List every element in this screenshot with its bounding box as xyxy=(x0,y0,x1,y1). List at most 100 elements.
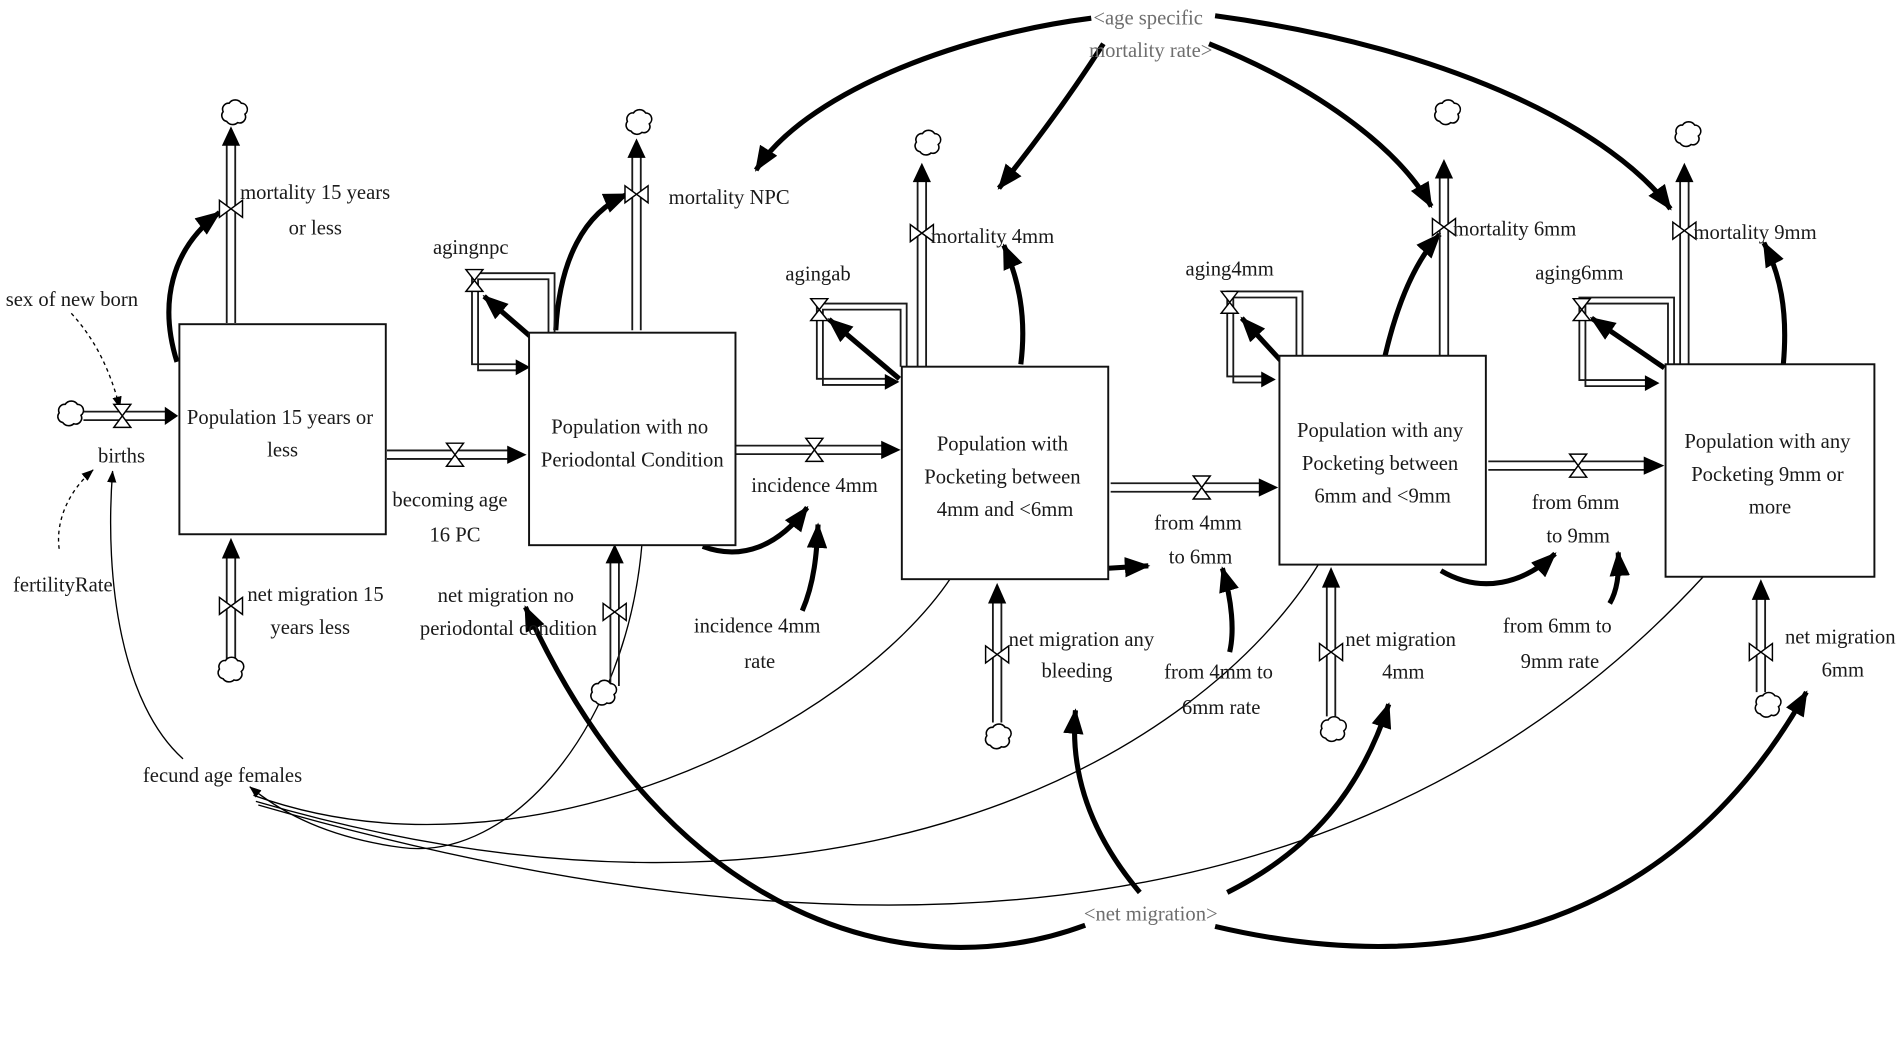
cloud-net-mig-4mm-source xyxy=(1319,716,1348,743)
from4to6-label: from 4mm to 6mm xyxy=(1154,512,1247,568)
births-label: births xyxy=(98,446,145,468)
cloud-births-source xyxy=(57,400,85,427)
cloud-mortality15-sink xyxy=(221,99,249,126)
link-asm-to-mortality-6mm xyxy=(1208,41,1434,209)
stock-p6-label: Population with any Pocketing between 6m… xyxy=(1297,420,1468,508)
cloud-net-mig-npc-source xyxy=(590,679,618,706)
link-from6to9-rate xyxy=(1607,550,1630,605)
link-p4-to-mortality-4mm xyxy=(1001,243,1026,365)
link-p4-to-fecund xyxy=(253,576,953,826)
valve-from4to6[interactable] xyxy=(1191,475,1212,500)
link-netmig-to-6mm xyxy=(1214,690,1809,949)
becoming-age-label: becoming age 16 PC xyxy=(392,489,512,546)
link-asm-to-mortality-9mm xyxy=(1214,13,1673,211)
link-p6-to-mortality-6mm xyxy=(1382,232,1442,357)
from4to6-rate-label: from 4mm to 6mm rate xyxy=(1164,662,1278,719)
stock-p4[interactable]: Population with Pocketing between 4mm an… xyxy=(900,365,1110,581)
incidence-label: incidence 4mm xyxy=(751,475,878,497)
link-npc-to-agingnpc xyxy=(482,294,532,339)
mortality-6mm-label: mortality 6mm xyxy=(1453,219,1576,241)
link-p6-to-aging4mm xyxy=(1239,316,1284,364)
link-incidence-rate-to-incidence xyxy=(799,522,828,612)
valve-mortality-npc[interactable] xyxy=(624,184,649,205)
agingnpc-label: agingnpc xyxy=(433,237,509,259)
link-p4-to-from4to6 xyxy=(1108,557,1151,578)
link-sex-to-births xyxy=(70,312,122,409)
age-specific-mortality-shadow: <age specific mortality rate> xyxy=(1089,7,1212,62)
auxiliary-labels: sex of new born fertilityRate fecund age… xyxy=(6,289,1617,787)
fertility-rate-label: fertilityRate xyxy=(13,574,113,596)
valves xyxy=(112,184,1774,665)
link-npc-to-fecund xyxy=(249,543,643,850)
stock-pop15[interactable]: Population 15 years or less xyxy=(178,323,387,536)
aging6mm-label: aging6mm xyxy=(1535,262,1623,284)
cloud-mortality-9mm-sink xyxy=(1674,121,1702,148)
agingab-label: agingab xyxy=(785,263,850,285)
valve-aging6mm[interactable] xyxy=(1571,297,1592,322)
valve-mortality-4mm[interactable] xyxy=(909,223,935,244)
link-fertility-to-births xyxy=(57,469,94,549)
valve-net-mig-npc[interactable] xyxy=(602,602,627,622)
from6to9-rate-label: from 6mm to 9mm rate xyxy=(1503,616,1617,673)
cloud-mortality-4mm-sink xyxy=(914,129,942,156)
net-mig-4mm-label: net migration 4mm xyxy=(1345,629,1461,684)
stock-npc[interactable]: Population with no Periodontal Condition xyxy=(528,331,737,547)
valve-mortality-6mm[interactable] xyxy=(1431,217,1457,237)
from6to9-label: from 6mm to 9mm xyxy=(1532,492,1625,548)
valve-net-mig-6mm[interactable] xyxy=(1748,642,1774,662)
net-migration-shadow: <net migration> xyxy=(1084,903,1218,925)
fecund-age-females-label: fecund age females xyxy=(143,765,302,787)
link-fecund-to-births xyxy=(107,470,184,760)
net-mig-6mm-label: net migration 6mm xyxy=(1785,627,1901,682)
cloud-net-mig-15-source xyxy=(217,656,245,683)
link-p4-to-agingab xyxy=(827,317,902,381)
valve-becoming-age[interactable] xyxy=(445,442,465,467)
flow-labels: births mortality 15 years or less mortal… xyxy=(98,182,1901,684)
stock-p9-label: Population with any Pocketing 9mm or mor… xyxy=(1684,431,1855,519)
stock-p4-label: Population with Pocketing between 4mm an… xyxy=(924,433,1086,521)
cloud-mortality-6mm-sink xyxy=(1434,99,1462,126)
link-p6-to-fecund xyxy=(255,564,1319,864)
link-npc-to-incidence xyxy=(701,505,810,555)
valve-net-mig-15[interactable] xyxy=(218,595,244,616)
incidence-rate-label: incidence 4mm rate xyxy=(694,616,826,673)
stock-p9[interactable]: Population with any Pocketing 9mm or mor… xyxy=(1664,363,1876,578)
valve-mortality-9mm[interactable] xyxy=(1672,220,1697,241)
cloud-net-mig-6mm-source xyxy=(1754,691,1782,718)
mortality-9mm-label: mortality 9mm xyxy=(1693,222,1816,244)
mortality-4mm-label: mortality 4mm xyxy=(931,226,1054,248)
valve-agingnpc[interactable] xyxy=(464,268,485,293)
valve-agingab[interactable] xyxy=(809,297,830,322)
valve-incidence[interactable] xyxy=(804,437,825,463)
link-p6-to-from6to9 xyxy=(1439,551,1557,587)
shadow-variables: <age specific mortality rate> <net migra… xyxy=(1084,7,1218,925)
link-p9-to-mortality-9mm xyxy=(1761,241,1788,365)
link-netmig-to-4mm xyxy=(1226,702,1392,895)
mortality-npc-label: mortality NPC xyxy=(669,187,790,209)
aging4mm-label: aging4mm xyxy=(1186,259,1274,281)
link-p9-to-fecund xyxy=(258,576,1704,906)
link-asm-to-mortality-npc xyxy=(753,15,1092,172)
valve-mortality15[interactable] xyxy=(218,198,244,219)
link-npc-to-mortality-npc xyxy=(553,191,630,331)
link-p9-to-aging6mm xyxy=(1589,316,1666,371)
valve-net-mig-4mm[interactable] xyxy=(1318,642,1344,662)
link-asm-to-mortality-4mm xyxy=(996,42,1106,190)
link-from4to6-rate xyxy=(1219,566,1239,653)
stock-pop15-label: Population 15 years or less xyxy=(187,407,378,462)
valve-from6to9[interactable] xyxy=(1568,453,1589,478)
stock-npc-label: Population with no Periodontal Condition xyxy=(541,416,724,471)
link-netmig-to-npc xyxy=(523,605,1087,950)
valve-net-mig-bleeding[interactable] xyxy=(984,644,1010,665)
stock-p6[interactable]: Population with any Pocketing between 6m… xyxy=(1278,354,1487,566)
mortality15-label: mortality 15 years or less xyxy=(240,182,395,239)
clouds xyxy=(57,99,1782,750)
cloud-mortality-npc-sink xyxy=(625,108,653,136)
valve-aging4mm[interactable] xyxy=(1219,290,1240,314)
valve-births[interactable] xyxy=(112,403,133,429)
net-mig-npc-label: net migration no periodontal condition xyxy=(420,585,597,640)
cloud-net-mig-bleeding-source xyxy=(984,723,1012,750)
thin-links xyxy=(57,312,1704,906)
net-mig-bleeding-label: net migration any bleeding xyxy=(1009,629,1160,683)
sex-new-born-label: sex of new born xyxy=(6,289,138,311)
